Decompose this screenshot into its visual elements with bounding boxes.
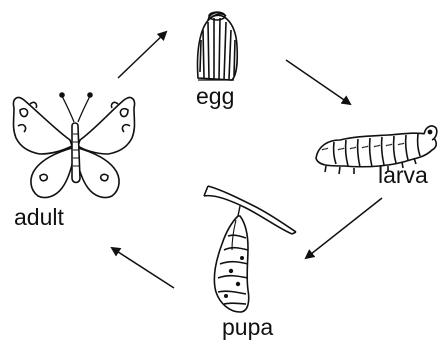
arrow-pupa-to-adult: [112, 248, 174, 288]
chrysalis-icon: [204, 186, 296, 312]
butterfly-icon: [13, 93, 134, 198]
arrow-larva-to-pupa: [306, 198, 382, 258]
arrow-adult-to-egg: [118, 32, 166, 78]
pupa-label: pupa: [222, 316, 273, 339]
adult-label: adult: [14, 206, 64, 229]
egg-icon: [198, 12, 238, 80]
arrow-egg-to-larva: [286, 60, 350, 104]
larva-label: larva: [378, 164, 428, 187]
egg-label: egg: [196, 85, 234, 108]
